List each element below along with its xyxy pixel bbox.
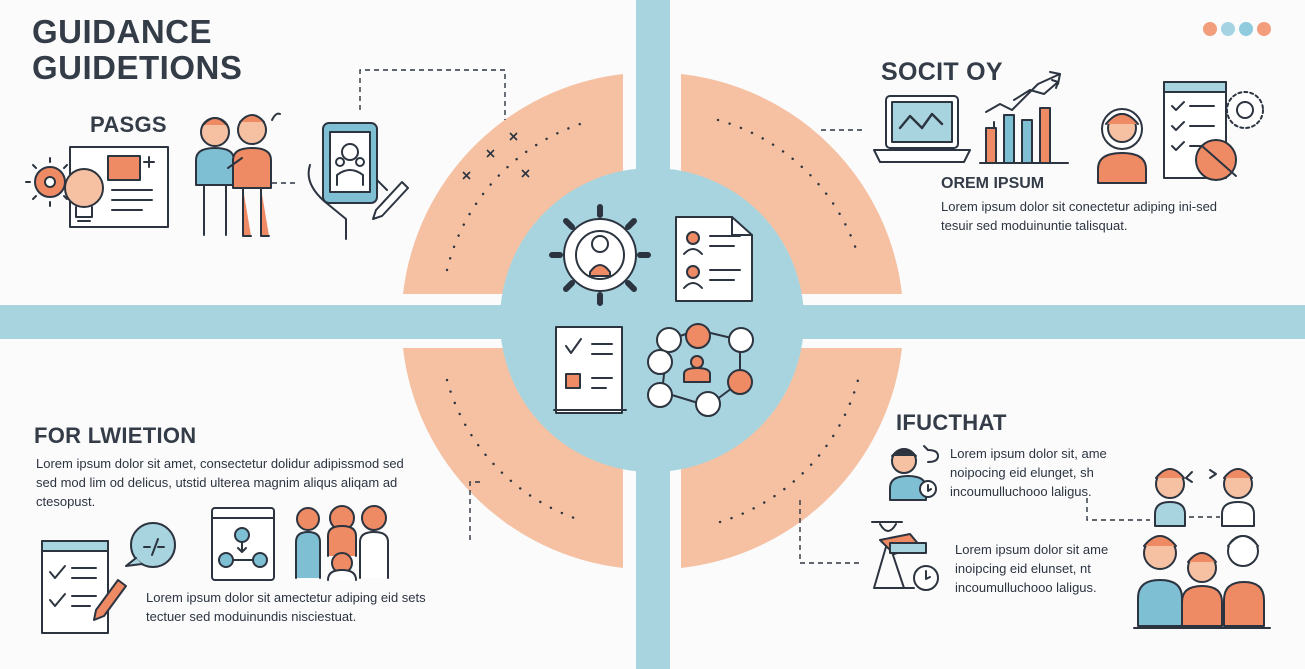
page-title: GUIDANCE GUIDETIONS	[32, 14, 332, 86]
person-avatar-icon	[1097, 108, 1147, 184]
connector-line	[799, 500, 860, 564]
center-circle	[500, 168, 804, 472]
easel-clock-icon	[871, 521, 939, 591]
two-people-icon	[195, 112, 281, 237]
connector-line	[1086, 498, 1150, 521]
gear-lightbulb-icon	[25, 146, 169, 228]
speech-bubble-icon	[125, 522, 176, 568]
bottom-right-title: IFUCTHAT	[896, 410, 1007, 435]
gear-person-icon	[549, 204, 651, 306]
flowchart-window-icon	[211, 507, 275, 581]
checklist-gear-icon	[1163, 81, 1264, 181]
profile-document-icon	[675, 216, 753, 302]
dot	[1239, 22, 1253, 36]
pair-of-people-icon	[1154, 468, 1255, 527]
bottom-right-text-2: Lorem ipsum dolor sit ame inoipcing eid …	[955, 542, 1109, 595]
bottom-left-title: FOR LWIETION	[34, 423, 197, 448]
group-of-people-icon	[295, 505, 389, 581]
connector-line	[359, 69, 506, 120]
dot	[1257, 22, 1271, 36]
connector-line	[469, 481, 480, 540]
top-right-text: Lorem ipsum dolor sit conectetur adiping…	[941, 199, 1218, 233]
dot	[1203, 22, 1217, 36]
top-right-title: SOCIT OY	[881, 58, 1003, 86]
bar-chart-growth-icon	[979, 71, 1069, 164]
bottom-left-text-2: Lorem ipsum dolor sit amectetur adiping …	[146, 590, 426, 624]
checklist-pencil-icon	[41, 540, 127, 634]
title-line-1: GUIDANCE	[32, 13, 213, 50]
network-person-icon	[647, 323, 754, 417]
group-of-three-icon	[1133, 535, 1271, 629]
top-left-label: PASGS	[90, 112, 167, 137]
bottom-right-text: Lorem ipsum dolor sit, ame noipocing eid…	[950, 446, 1107, 499]
checklist-document-icon	[553, 326, 627, 414]
x-marks	[462, 132, 530, 180]
laptop-chart-icon	[873, 95, 971, 163]
dot	[1221, 22, 1235, 36]
top-right-subtitle: OREM IPSUM	[941, 175, 1045, 192]
person-speaking-icon	[889, 445, 939, 501]
bottom-left-text: Lorem ipsum dolor sit amet, consectetur …	[36, 456, 404, 509]
decorative-dots	[1203, 22, 1271, 36]
title-line-2: GUIDETIONS	[32, 49, 243, 86]
tablet-in-hand-icon	[307, 122, 409, 240]
